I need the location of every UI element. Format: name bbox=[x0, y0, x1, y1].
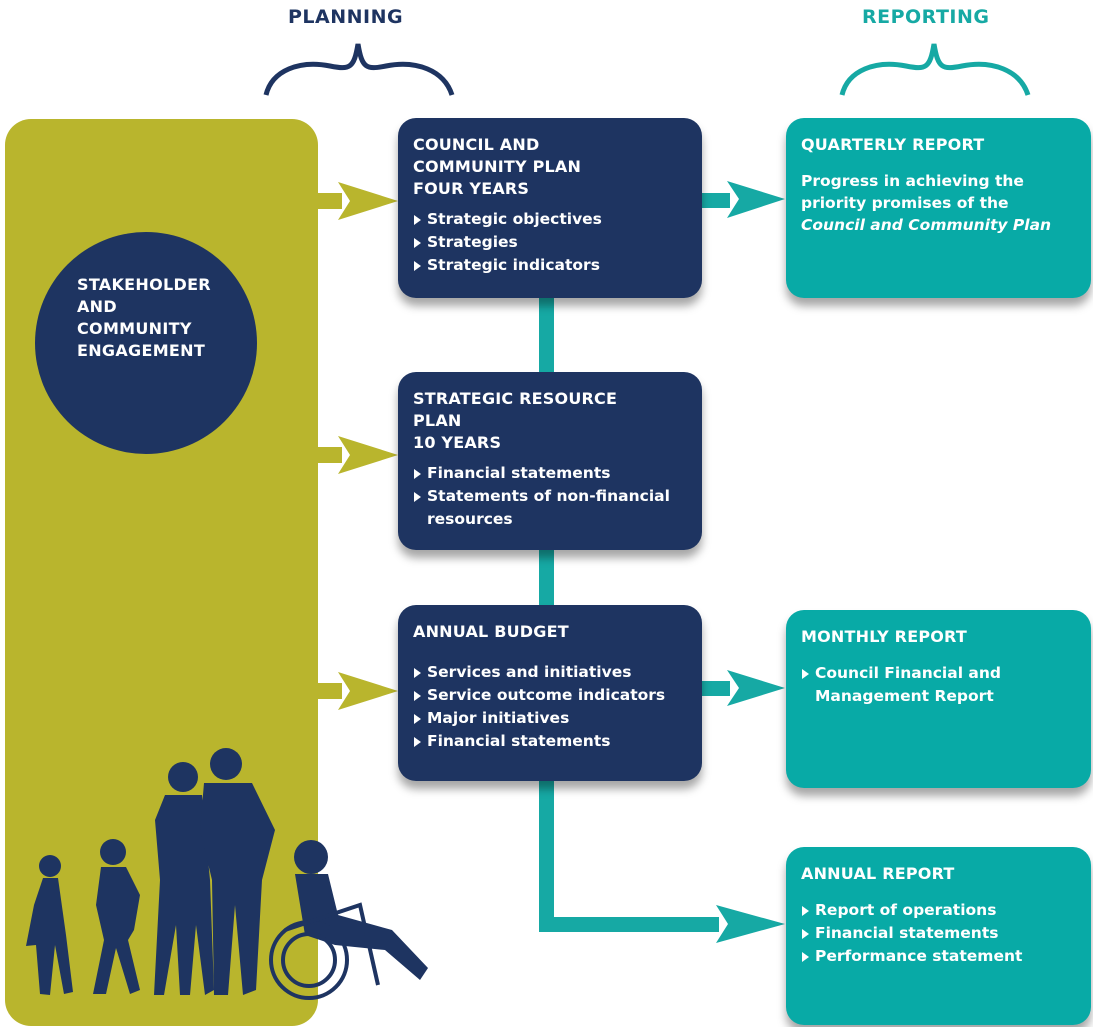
annual-arrow bbox=[716, 905, 785, 943]
list-item: Performance statement bbox=[801, 945, 1077, 968]
adult-figure-1 bbox=[154, 762, 214, 995]
title-line: ANNUAL BUDGET bbox=[413, 622, 569, 641]
monthly-arrow bbox=[727, 670, 785, 706]
council-plan-title: COUNCIL AND COMMUNITY PLAN FOUR YEARS bbox=[413, 134, 688, 200]
monthly-connector bbox=[700, 681, 730, 696]
annual-report-items: Report of operations Financial statement… bbox=[801, 899, 1077, 968]
monthly-report-box: MONTHLY REPORT Council Financial and Man… bbox=[786, 610, 1091, 788]
title-line: PLAN bbox=[413, 411, 462, 430]
engagement-arrow-1 bbox=[338, 182, 398, 220]
annual-budget-items: Services and initiatives Service outcome… bbox=[413, 661, 688, 753]
annual-budget-box: ANNUAL BUDGET Services and initiatives S… bbox=[398, 605, 702, 781]
child-figure-2 bbox=[93, 839, 140, 994]
engagement-arrow-stem-1 bbox=[312, 193, 342, 209]
quarterly-report-box: QUARTERLY REPORT Progress in achieving t… bbox=[786, 118, 1091, 298]
title-line: FOUR YEARS bbox=[413, 179, 530, 198]
title-line: COUNCIL AND bbox=[413, 135, 540, 154]
list-item: Statements of non-financial resources bbox=[413, 485, 683, 531]
annual-connector bbox=[539, 917, 719, 932]
council-plan-box: COUNCIL AND COMMUNITY PLAN FOUR YEARS St… bbox=[398, 118, 702, 298]
quarterly-report-title: QUARTERLY REPORT bbox=[801, 135, 985, 154]
engagement-arrow-stem-2 bbox=[312, 447, 342, 463]
quarterly-report-desc: Progress in achieving the priority promi… bbox=[801, 170, 1077, 236]
list-item: Strategic objectives bbox=[413, 208, 688, 231]
engagement-line: COMMUNITY bbox=[77, 319, 192, 338]
list-item: Strategic indicators bbox=[413, 254, 688, 277]
list-item: Report of operations bbox=[801, 899, 1077, 922]
engagement-circle: STAKEHOLDER AND COMMUNITY ENGAGEMENT bbox=[35, 232, 257, 454]
planning-brace bbox=[263, 43, 455, 96]
adult-figure-2 bbox=[200, 748, 275, 995]
title-line: 10 YEARS bbox=[413, 433, 502, 452]
desc-italic: Council and Community Plan bbox=[801, 216, 1052, 234]
annual-budget-title: ANNUAL BUDGET bbox=[413, 621, 688, 643]
desc-line: priority promises of the bbox=[801, 194, 1009, 212]
wheelchair-figure bbox=[294, 840, 428, 980]
list-item: Council Financial and Management Report bbox=[801, 662, 1021, 708]
title-line: COMMUNITY PLAN bbox=[413, 157, 582, 176]
engagement-arrow-3 bbox=[338, 672, 398, 710]
engagement-line: STAKEHOLDER bbox=[77, 275, 211, 294]
list-item: Services and initiatives bbox=[413, 661, 688, 684]
list-item: Strategies bbox=[413, 231, 688, 254]
child-figure-1 bbox=[26, 855, 73, 995]
list-item: Major initiatives bbox=[413, 707, 688, 730]
title-line: STRATEGIC RESOURCE bbox=[413, 389, 618, 408]
resource-plan-box: STRATEGIC RESOURCE PLAN 10 YEARS Financi… bbox=[398, 372, 702, 550]
wheelchair-wheels bbox=[269, 902, 380, 1000]
engagement-arrow-stem-3 bbox=[312, 683, 342, 699]
engagement-arrow-2 bbox=[338, 436, 398, 474]
engagement-line: AND bbox=[77, 297, 117, 316]
annual-report-box: ANNUAL REPORT Report of operations Finan… bbox=[786, 847, 1091, 1025]
planning-heading: PLANNING bbox=[288, 6, 404, 28]
list-item: Financial statements bbox=[413, 462, 683, 485]
engagement-label: STAKEHOLDER AND COMMUNITY ENGAGEMENT bbox=[77, 274, 247, 362]
reporting-brace bbox=[839, 43, 1031, 96]
list-item: Financial statements bbox=[801, 922, 1077, 945]
monthly-report-items: Council Financial and Management Report bbox=[801, 662, 1021, 708]
engagement-line: ENGAGEMENT bbox=[77, 341, 206, 360]
quarterly-connector bbox=[700, 193, 730, 208]
reporting-heading: REPORTING bbox=[862, 6, 990, 28]
quarterly-arrow bbox=[727, 181, 785, 218]
list-item: Financial statements bbox=[413, 730, 688, 753]
council-plan-items: Strategic objectives Strategies Strategi… bbox=[413, 208, 688, 277]
list-item: Service outcome indicators bbox=[413, 684, 688, 707]
monthly-report-title: MONTHLY REPORT bbox=[801, 627, 967, 646]
desc-line: Progress in achieving the bbox=[801, 172, 1024, 190]
resource-plan-title: STRATEGIC RESOURCE PLAN 10 YEARS bbox=[413, 388, 688, 454]
resource-plan-items: Financial statements Statements of non-f… bbox=[413, 462, 683, 531]
annual-report-title: ANNUAL REPORT bbox=[801, 864, 955, 883]
